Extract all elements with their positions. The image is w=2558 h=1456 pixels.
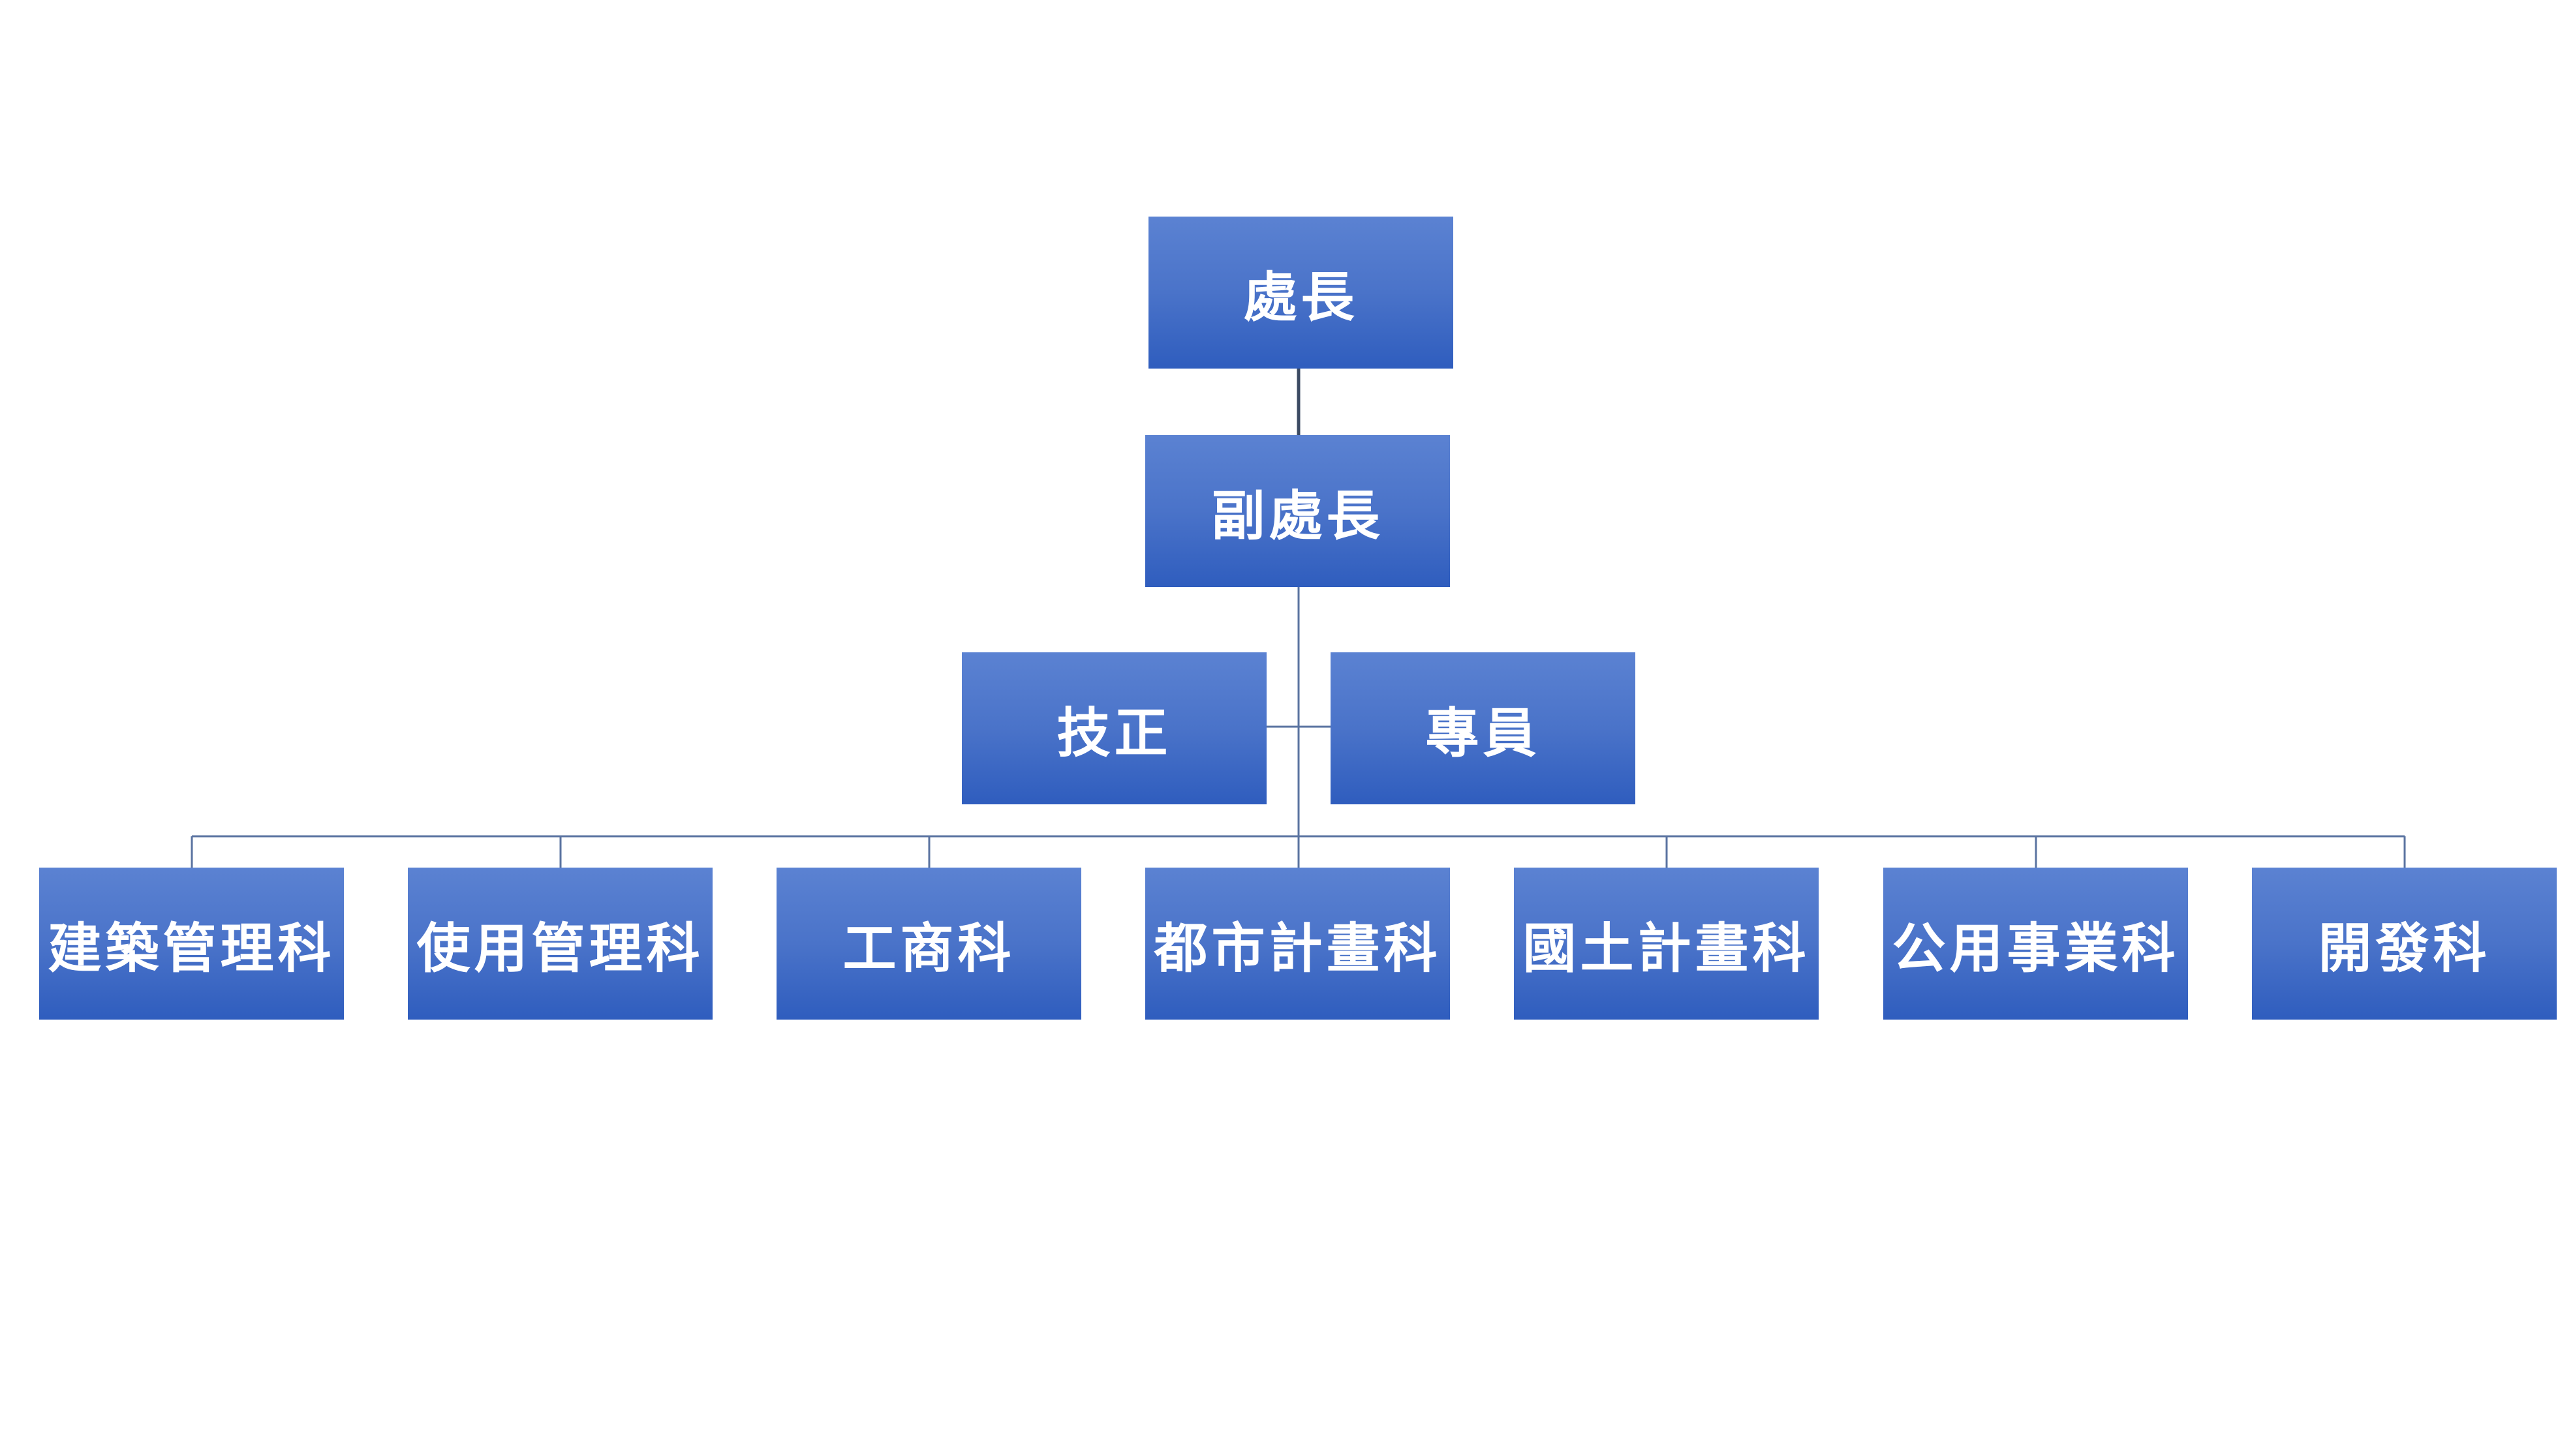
department-node-commerce: 工商科 [777, 868, 1081, 1020]
technical-specialist-node: 技正 [962, 652, 1267, 804]
department-label: 都市計畫科 [1154, 918, 1441, 980]
deputy-director-node: 副處長 [1145, 435, 1450, 587]
deputy-director-label: 副處長 [1211, 485, 1384, 547]
department-label: 公用事業科 [1892, 918, 2180, 980]
department-label: 工商科 [842, 918, 1015, 980]
department-label: 建築管理科 [48, 918, 335, 980]
department-label: 開發科 [2318, 918, 2491, 980]
specialist-label: 專員 [1425, 703, 1541, 765]
department-node-urban-planning: 都市計畫科 [1145, 868, 1450, 1020]
specialist-node: 專員 [1331, 652, 1635, 804]
department-label: 國土計畫科 [1522, 918, 1810, 980]
department-node-national-land-planning: 國土計畫科 [1514, 868, 1819, 1020]
director-node: 處長 [1148, 217, 1453, 369]
department-node-usage-management: 使用管理科 [408, 868, 713, 1020]
department-label: 使用管理科 [416, 918, 704, 980]
technical-specialist-label: 技正 [1056, 703, 1172, 765]
department-node-development: 開發科 [2252, 868, 2557, 1020]
director-label: 處長 [1243, 267, 1359, 329]
department-node-public-utilities: 公用事業科 [1883, 868, 2188, 1020]
department-node-building-management: 建築管理科 [39, 868, 344, 1020]
